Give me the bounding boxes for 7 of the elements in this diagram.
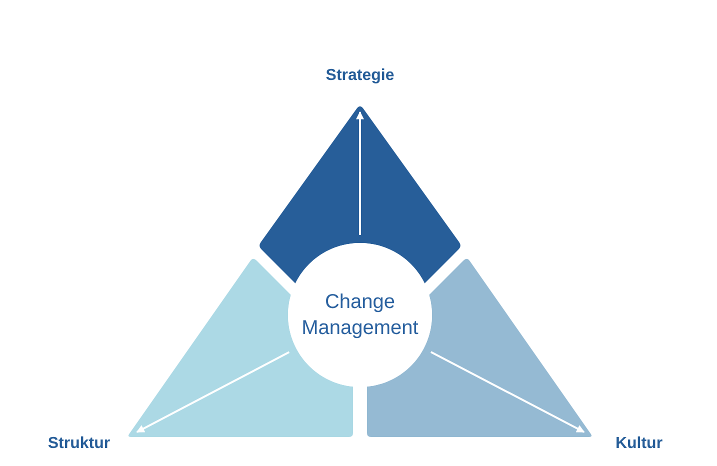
circle-label: Change Management bbox=[300, 290, 420, 341]
arrow bbox=[430, 351, 585, 433]
arrow bbox=[356, 111, 364, 235]
segment-label: Strategie bbox=[326, 66, 394, 85]
arrow bbox=[136, 351, 290, 433]
segment-label: Kultur bbox=[615, 434, 663, 453]
segment-label: Struktur bbox=[48, 434, 110, 453]
